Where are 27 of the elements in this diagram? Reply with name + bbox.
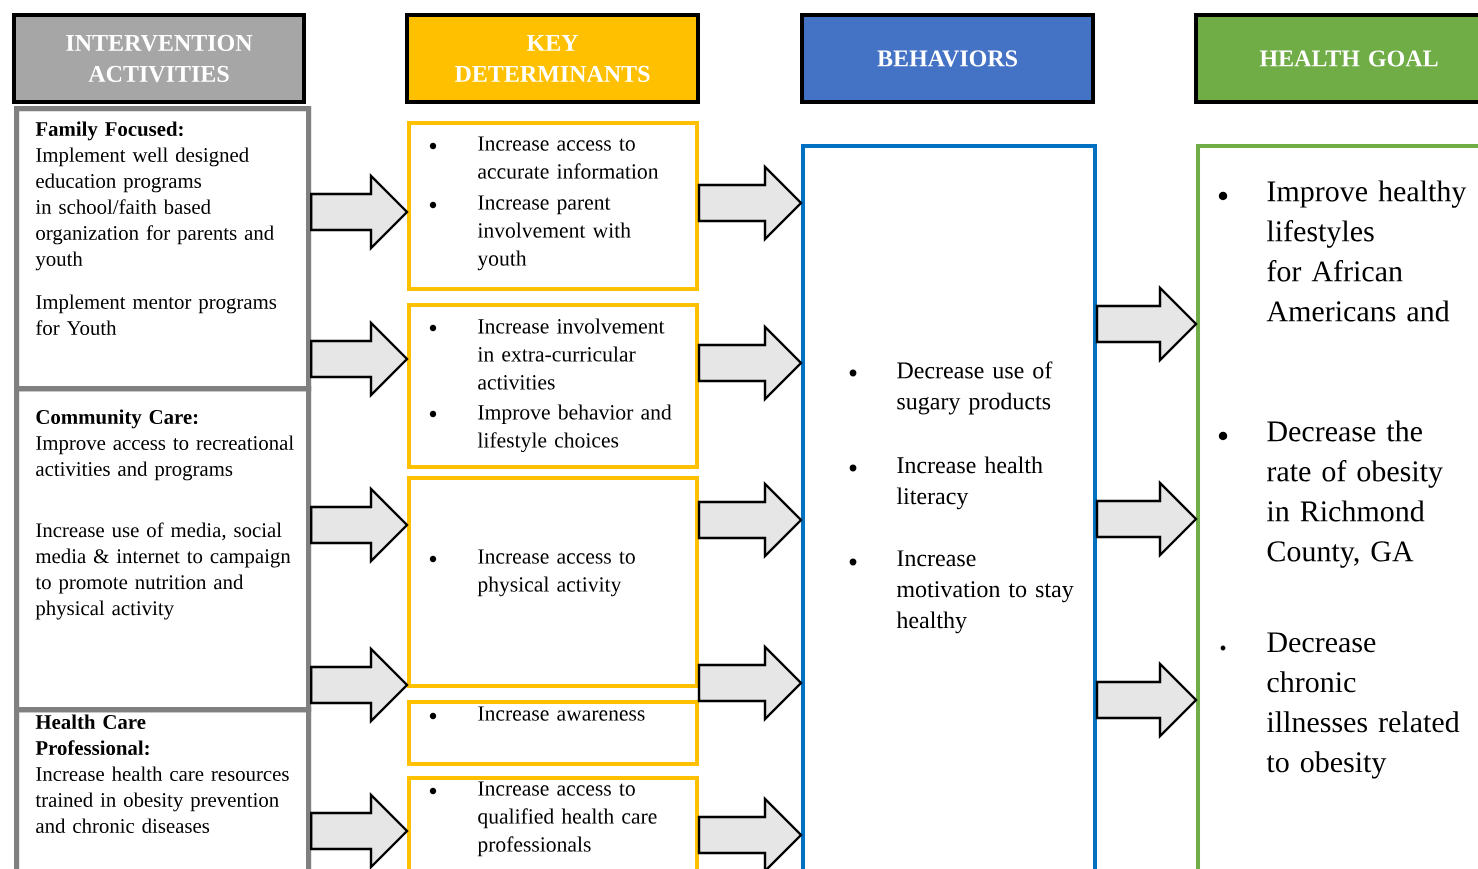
determinant-box: Increase access to accurate information Increase parent involvement with youth [407, 121, 699, 291]
header-box: HEALTH GOAL [1194, 13, 1478, 104]
block-arrow [697, 796, 803, 869]
header-box: BEHAVIORS [800, 13, 1095, 104]
activity-box: Community Care: Improve access to recreational activities and programs Increase use of media, social media & internet to campaign to promote nutrition and physical activity [14, 386, 312, 713]
block-arrow [697, 164, 803, 242]
block-arrow [310, 320, 409, 398]
behaviors-box: Decrease use of sugary products Increase health literacy Increase motivation to stay healthy [801, 144, 1097, 869]
determinant-box: Increase access to qualified health care professionals [407, 776, 699, 869]
block-arrow [697, 644, 803, 722]
header-box: KEY DETERMINANTS [405, 13, 700, 104]
block-arrow [1095, 480, 1198, 558]
goal-box: Improve healthy lifestyles for African Americans and Decrease the rate of obesity in Richmond County, GA Decrease chronic illnesses related to obesity [1196, 144, 1478, 869]
block-arrow [697, 324, 803, 402]
block-arrow [697, 481, 803, 559]
block-arrow [310, 792, 409, 869]
block-arrow [310, 646, 409, 724]
determinant-box: Increase access to physical activity [407, 476, 699, 688]
activity-box: Family Focused: Implement well designed education programs in school/faith based organization for parents and youth Implement mentor programs for Youth [14, 106, 312, 392]
determinant-box: Increase involvement in extra-curricular activities Improve behavior and lifestyle choices [407, 303, 699, 469]
determinant-box: Increase awareness [407, 700, 699, 766]
block-arrow [1095, 661, 1198, 739]
block-arrow [310, 173, 409, 251]
block-arrow [1095, 285, 1198, 363]
activity-box: Health Care Professional: Increase health care resources trained in obesity prevention and chronic diseases [14, 707, 312, 869]
header-box: INTERVENTION ACTIVITIES [12, 13, 306, 104]
block-arrow [310, 486, 409, 564]
